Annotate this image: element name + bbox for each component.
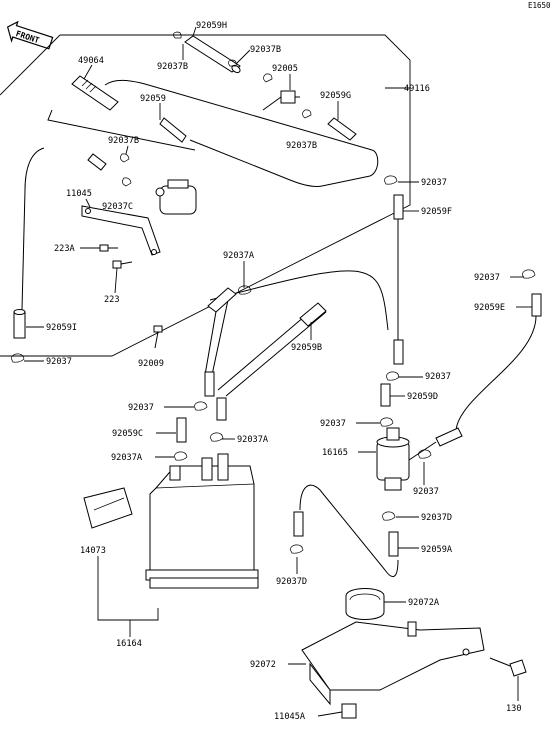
label-92037-mid: 92037	[425, 372, 451, 382]
clamp-92037-right	[522, 269, 536, 279]
label-14073: 14073	[80, 546, 106, 556]
label-92037B-b: 92037B	[250, 45, 281, 55]
label-92059A: 92059A	[421, 545, 453, 555]
vacuum-hose-loop	[104, 79, 379, 187]
label-92037-c2: 92037	[320, 419, 346, 429]
hose-92059G	[302, 109, 357, 141]
assembly-outline	[0, 34, 411, 357]
hose-92059	[159, 117, 187, 143]
hose-92059I	[13, 309, 26, 339]
label-92037B-a: 92037B	[157, 62, 188, 72]
fitting-92005	[262, 73, 300, 111]
hose-92059A	[388, 531, 399, 557]
hose-lower	[299, 484, 399, 577]
label-92059C: 92059C	[112, 429, 143, 439]
hose-pair-left	[87, 153, 132, 187]
label-92037D-l: 92037D	[276, 577, 307, 587]
label-223A: 223A	[54, 244, 76, 254]
purge-valve-assembly	[21, 147, 197, 311]
label-11045: 11045	[66, 189, 92, 199]
label-16165: 16165	[322, 448, 348, 458]
label-92059F: 92059F	[421, 207, 452, 217]
clamp-92037-top	[384, 175, 398, 185]
label-16164: 16164	[116, 639, 142, 649]
canister-16164	[145, 453, 259, 589]
label-92059B: 92059B	[291, 343, 322, 353]
label-92059I: 92059I	[46, 323, 77, 333]
hose-92059D	[380, 383, 391, 407]
label-92059H: 92059H	[196, 21, 227, 31]
label-92037A-low: 92037A	[111, 453, 143, 463]
clamp-92037-left	[11, 353, 25, 363]
label-11045A: 11045A	[274, 712, 306, 722]
label-92037A-mid: 92037A	[237, 435, 269, 445]
label-92037-c1: 92037	[128, 403, 154, 413]
hose-92059F	[393, 194, 404, 365]
front-arrow: FRONT	[6, 20, 54, 50]
hose-92059H	[173, 31, 241, 74]
connector-14073	[83, 487, 133, 529]
bracket-11045A	[301, 621, 485, 719]
label-92005: 92005	[272, 64, 298, 74]
bolt-130	[489, 657, 527, 677]
label-92037-top: 92037	[421, 178, 447, 188]
fuel-filter-16165	[376, 427, 463, 491]
label-49064: 49064	[78, 56, 104, 66]
bolt-223	[112, 260, 133, 269]
band-92072A	[345, 588, 385, 620]
bolt-223A	[99, 244, 118, 252]
label-92037C: 92037C	[102, 202, 133, 212]
label-92059G: 92059G	[320, 91, 351, 101]
label-130: 130	[506, 704, 522, 714]
screw-92009	[153, 325, 163, 349]
front-label: FRONT	[15, 29, 41, 45]
label-92037D-r: 92037D	[421, 513, 452, 523]
label-92009: 92009	[138, 359, 164, 369]
label-92059D: 92059D	[407, 392, 438, 402]
label-92072A: 92072A	[408, 598, 440, 608]
hose-92059C	[204, 371, 215, 397]
label-92072: 92072	[250, 660, 276, 670]
label-223: 223	[104, 295, 120, 305]
label-92037-left: 92037	[46, 357, 72, 367]
label-92059: 92059	[140, 94, 166, 104]
label-92037-right: 92037	[474, 273, 500, 283]
label-92037B-c: 92037B	[108, 136, 139, 146]
label-92059E: 92059E	[474, 303, 505, 313]
hose-canister-upper	[204, 270, 389, 376]
label-92037-f: 92037	[413, 487, 439, 497]
hose-92059E	[455, 293, 542, 431]
label-92037A-top: 92037A	[223, 251, 255, 261]
pipe-49064	[71, 75, 119, 111]
label-49116: 49116	[404, 84, 430, 94]
figure-code: E1650	[528, 1, 551, 10]
label-92037B-d: 92037B	[286, 141, 317, 151]
